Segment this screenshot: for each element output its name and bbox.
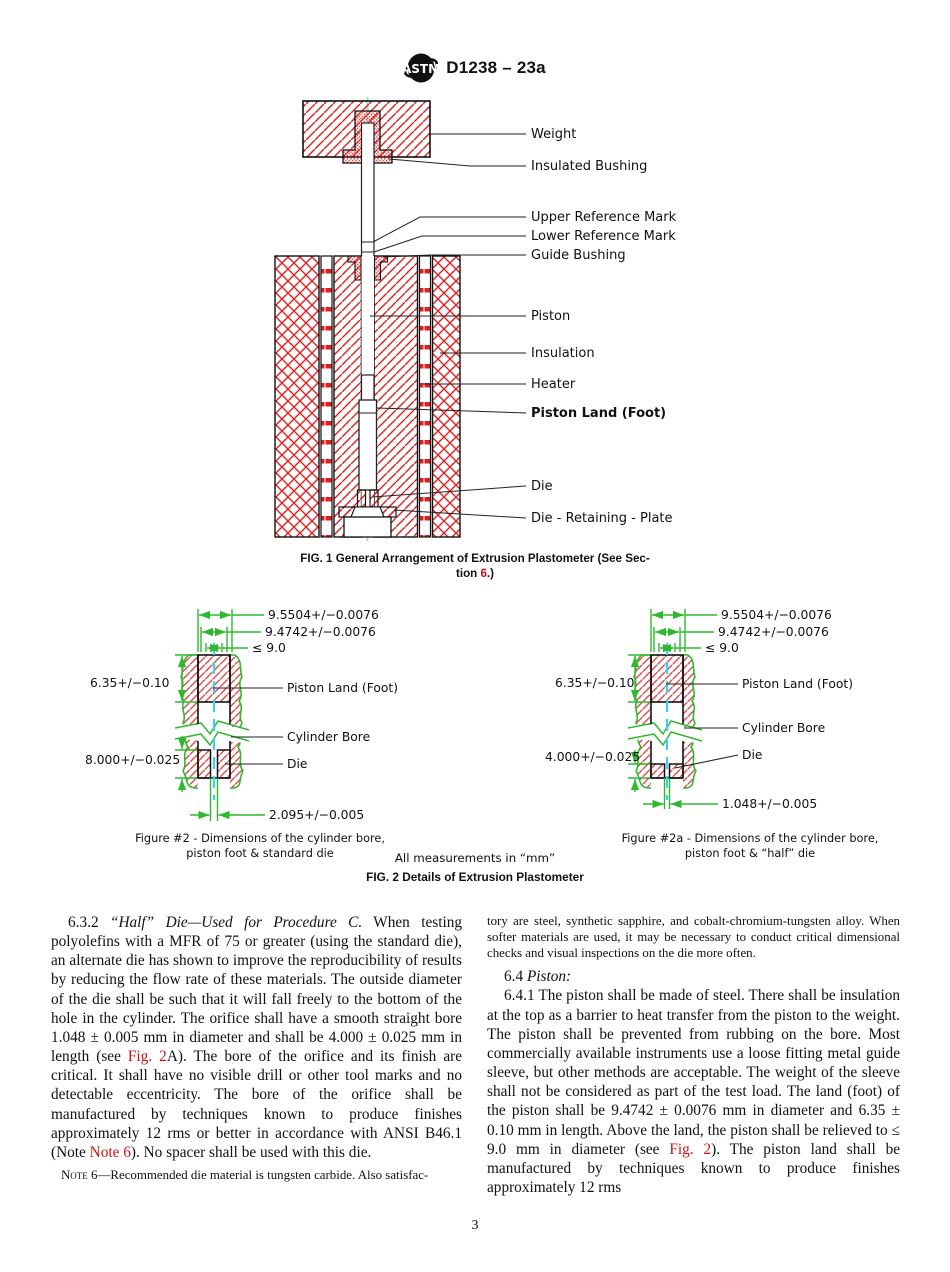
fig1-label-die-retaining-plate: Die - Retaining - Plate [531,511,673,526]
fig1-label-insulation: Insulation [531,346,595,361]
section-title-64: Piston: [526,968,572,986]
fig1-guide-bushing-shape [347,255,389,281]
section-number-64: 6.4 [504,968,527,986]
paragraph-632-text3: ). No spacer shall be used with this die… [130,1143,372,1161]
note-6: Note 6—Recommended die material is tungs… [51,1167,462,1183]
fig2l-label-die: Die [287,757,307,771]
fig2l-dimension-lines [175,609,265,821]
fig2-standard-die-drawing: 9.5504+/−0.0076 9.4742+/−0.0076 ≤ 9.0 6.… [85,608,398,822]
fig2a-half-die-drawing: 9.5504+/−0.0076 9.4742+/−0.0076 ≤ 9.0 6.… [545,608,853,811]
fig1-label-upper-reference-mark: Upper Reference Mark [531,210,677,225]
paragraph-641-text2: ). The piston land shall be manufactured… [487,1140,901,1196]
astm-logo-text: ASTM [404,62,438,76]
page-header: ASTM D1238 – 23a [0,52,950,89]
fig1-label-piston: Piston [531,309,570,324]
fig2l-dim-land-length: 6.35+/−0.10 [90,676,170,690]
page-number: 3 [471,1218,479,1233]
fig2l-dim-outer-diameter: 9.5504+/−0.0076 [268,608,379,622]
fig2l-dim-land-diameter: 9.4742+/−0.0076 [265,625,376,639]
fig1-caption-line2-end: .) [486,567,494,580]
fig1-label-die: Die [531,479,553,494]
body-column-right: tory are steel, synthetic sapphire, and … [487,913,900,1197]
fig2r-dim-die-bore: 1.048+/−0.005 [722,797,817,811]
fig2r-die-shape [650,763,684,779]
paragraph-641-text1: 6.4.1 The piston shall be made of steel.… [487,987,900,1158]
fig2r-dim-outer-diameter: 9.5504+/−0.0076 [721,608,832,622]
fig2l-die-shape [197,749,231,779]
fig2l-dim-die-bore: 2.095+/−0.005 [269,808,364,822]
fig1-caption: FIG. 1 General Arrangement of Extrusion … [0,551,950,581]
fig1-label-piston-land: Piston Land (Foot) [531,406,666,421]
paragraph-6-3-2: 6.3.2 “Half” Die—Used for Procedure C. W… [51,913,462,1162]
ref-note-6[interactable]: Note 6 [89,1143,131,1161]
heading-6-4: 6.4 Piston: [487,967,900,986]
fig2l-dim-die-length: 8.000+/−0.025 [85,753,180,767]
fig2l-label-piston-land: Piston Land (Foot) [287,681,398,695]
section-number-632: 6.3.2 [68,914,110,931]
fig2a-half-caption: Figure #2a - Dimensions of the cylinder … [615,832,885,861]
fig2r-label-piston-land: Piston Land (Foot) [742,677,853,691]
paragraph-632-text2: A). The bore of the orifice and its fini… [51,1048,463,1161]
fig1-label-lower-reference-mark: Lower Reference Mark [531,229,676,244]
ref-fig-2-right[interactable]: Fig. 2 [669,1140,712,1158]
fig1-piston-land-shape [358,399,378,491]
note-6-continuation: tory are steel, synthetic sapphire, and … [487,914,900,961]
fig1-die-retaining-plate-shape [338,506,397,538]
paragraph-632-text1: When testing polyolefins with a MFR of 7… [51,914,462,1066]
doc-number: D1238 – 23a [446,58,546,77]
fig2a-half-caption-line2: piston foot & “half” die [684,846,816,860]
fig2r-leader-lines [666,683,739,769]
fig1-caption-line1: FIG. 1 General Arrangement of Extrusion … [300,552,650,565]
fig2r-dim-land-diameter: 9.4742+/−0.0076 [718,625,829,639]
fig2-standard-caption: Figure #2 - Dimensions of the cylinder b… [130,832,390,861]
fig1-caption-line2: tion [455,567,481,580]
body-column-left: 6.3.2 “Half” Die—Used for Procedure C. W… [51,913,462,1183]
fig1-label-heater: Heater [531,377,576,392]
fig2l-label-cylinder-bore: Cylinder Bore [287,730,370,744]
fig2r-dim-die-length: 4.000+/−0.025 [545,750,640,764]
note-6-label: Note 6 [61,1168,98,1183]
fig2r-dim-relief-diameter: ≤ 9.0 [705,641,739,655]
fig2r-label-cylinder-bore: Cylinder Bore [742,721,825,735]
fig2-standard-caption-line2: piston foot & standard die [186,846,334,860]
fig2r-label-die: Die [742,748,762,762]
fig1-drawing: Weight Insulated Bushing Upper Reference… [274,97,677,543]
fig2l-cylinder-body [174,643,250,800]
paragraph-6-4-1: 6.4.1 The piston shall be made of steel.… [487,986,900,1197]
ref-section-6[interactable]: 6 [480,567,487,580]
fig1-label-insulated-bushing: Insulated Bushing [531,159,647,174]
fig1-cylinder-assembly [274,255,461,538]
astm-logo-icon: ASTM [404,53,439,83]
fig2-standard-caption-line1: Figure #2 - Dimensions of the cylinder b… [135,832,385,845]
fig2l-leader-lines [213,687,283,765]
fig2r-cylinder-body [627,643,703,800]
ref-fig-2[interactable]: Fig. 2 [127,1048,167,1066]
fig2a-half-caption-line1: Figure #2a - Dimensions of the cylinder … [621,832,879,845]
fig2-caption: FIG. 2 Details of Extrusion Plastometer [366,870,584,884]
units-note: All measurements in “mm” [394,851,556,865]
section-title-632: “Half” Die—Used for Procedure C. [109,914,363,931]
fig2r-dimension-lines [628,609,718,809]
fig2r-dim-land-length: 6.35+/−0.10 [555,676,635,690]
fig2l-dim-relief-diameter: ≤ 9.0 [252,641,286,655]
fig1-label-weight: Weight [531,127,576,142]
fig1-leader-lines [370,133,527,519]
note-6-text: —Recommended die material is tungsten ca… [97,1168,429,1183]
fig1-label-guide-bushing: Guide Bushing [531,248,626,263]
